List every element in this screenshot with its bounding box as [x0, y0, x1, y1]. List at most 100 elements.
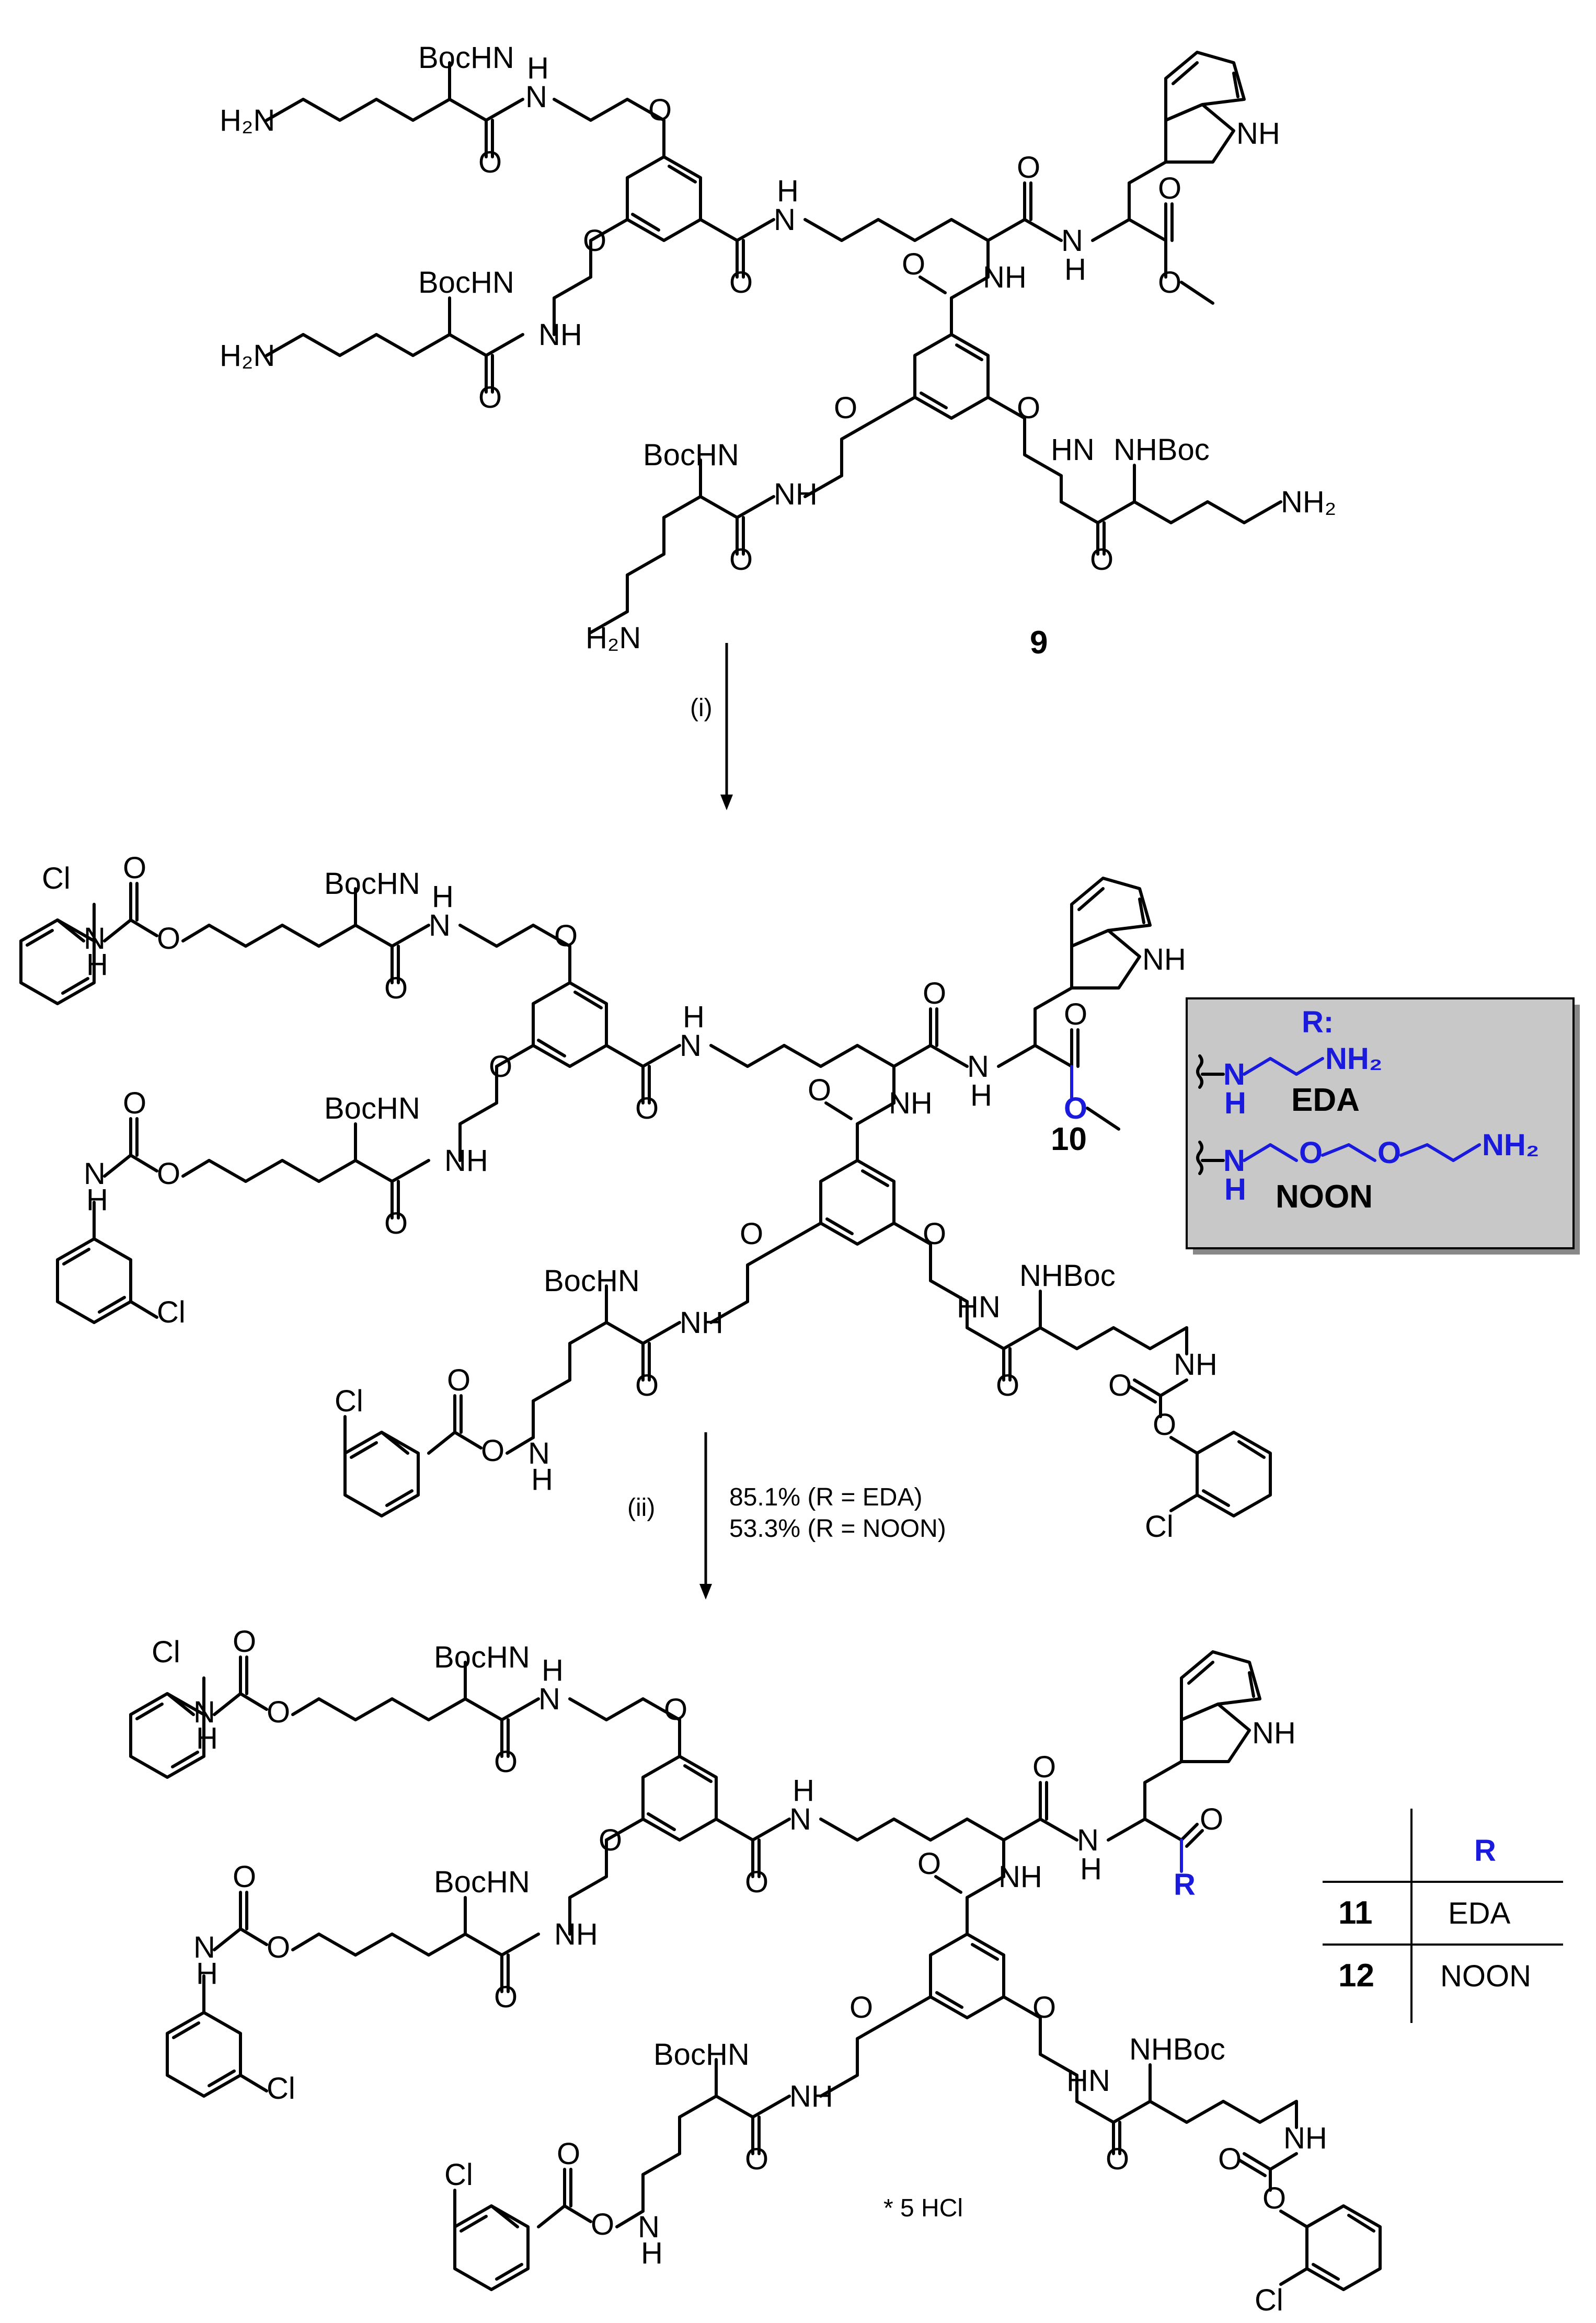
atom-label: O [494, 1980, 518, 2014]
atom-label: NH [680, 1306, 724, 1340]
atom-label: O [157, 922, 180, 956]
legend-h: H [1224, 1172, 1246, 1206]
atom-label: O [267, 1695, 290, 1729]
atom-label: O [447, 1363, 470, 1397]
atom-label: O [917, 1847, 941, 1881]
atom-label: N [528, 1436, 550, 1470]
atom-label: O [1017, 151, 1040, 185]
legend-nh2: NH₂ [1482, 1128, 1540, 1162]
atom-label: Cl [267, 2072, 295, 2106]
yield-noon: 53.3% (R = NOON) [729, 1515, 946, 1543]
atom-label: O [923, 976, 946, 1010]
atom-label: BocHN [643, 438, 739, 472]
atom-label: H [531, 1463, 553, 1497]
atom-label: O [996, 1368, 1019, 1402]
legend-n: N [1223, 1144, 1245, 1178]
atom-label: Cl [157, 1295, 186, 1329]
r-group-legend: R: N H NH₂ EDA N H O O NH₂ NOON [1186, 997, 1580, 1255]
atom-label: O [740, 1217, 763, 1251]
step-label-i: (i) [690, 694, 713, 722]
atom-label: N [967, 1050, 989, 1084]
compound-11-12: Cl O O N H BocHN N H O O O BocHN NH O O … [129, 1625, 1382, 2317]
atom-label: O [267, 1930, 290, 1964]
atom-label: BocHN [434, 1640, 530, 1674]
atom-label: H [542, 1653, 564, 1687]
atom-label: O [1158, 171, 1181, 205]
atom-label: O [1153, 1408, 1176, 1442]
atom-label: H [777, 174, 799, 208]
table-row-r: NOON [1440, 1959, 1531, 1993]
atom-label: NH [998, 1860, 1042, 1894]
atom-label: BocHN [324, 1091, 420, 1125]
atom-label: BocHN [544, 1264, 640, 1298]
compound-number-10: 10 [1051, 1121, 1087, 1157]
atom-label: O [902, 247, 925, 281]
atom-label: N [525, 80, 547, 114]
compound-9: BocHN N H O O H₂N O BocHN NH O H₂N N H O… [220, 41, 1336, 661]
atom-label: O [157, 1157, 180, 1191]
compound-10: Cl O O N H BocHN N H O O O BocHN NH O O … [19, 851, 1272, 1544]
atom-label: O [849, 1991, 873, 2025]
atom-label: NHBoc [1019, 1259, 1116, 1293]
atom-label: O [1108, 1368, 1132, 1402]
legend-o: O [1377, 1136, 1401, 1170]
atom-label: O [233, 1860, 256, 1894]
atom-label: O [384, 1206, 408, 1240]
arrowhead-1 [720, 795, 733, 810]
atom-label: N [1061, 224, 1083, 258]
atom-label: O [489, 1050, 512, 1084]
atom-label: BocHN [653, 2038, 750, 2072]
atom-label: H [683, 1000, 705, 1034]
atom-label: BocHN [434, 1865, 530, 1899]
atom-label: Cl [1145, 1510, 1174, 1544]
atom-label: O [233, 1625, 256, 1659]
atom-label: NH [774, 477, 818, 511]
atom-label: O [1218, 2142, 1242, 2176]
atom-label: O [1158, 266, 1181, 300]
atom-label: HN [957, 1290, 1001, 1324]
table-row-cmpd: 11 [1338, 1895, 1373, 1931]
legend-nh2: NH₂ [1325, 1042, 1383, 1076]
atom-label: O [123, 1086, 146, 1120]
legend-o: O [1299, 1136, 1323, 1170]
atom-label: O [1032, 1991, 1056, 2025]
legend-n: N [1223, 1057, 1245, 1091]
atom-label: O [384, 971, 408, 1005]
compound-table: R 11 EDA 12 NOON [1323, 1809, 1563, 2023]
atom-label: O [599, 1823, 622, 1857]
atom-label: N [429, 908, 451, 942]
atom-label: NH [789, 2079, 833, 2113]
legend-r-title: R: [1302, 1005, 1334, 1039]
atom-label: NH [889, 1086, 933, 1120]
atom-label: H [196, 1957, 218, 1991]
atom-label: NH [1283, 2121, 1327, 2155]
atom-label: NH [554, 1917, 598, 1951]
atom-label: H [1064, 252, 1086, 286]
atom-label: N [84, 922, 106, 956]
atom-label: BocHN [418, 266, 514, 300]
atom-label: H [793, 1774, 814, 1808]
atom-label: O [923, 1217, 946, 1251]
atom-label: N [638, 2210, 660, 2244]
atom-label: H [86, 1183, 108, 1217]
atom-label: NH [444, 1144, 488, 1178]
legend-noon: NOON [1276, 1179, 1373, 1215]
atom-label: O [1262, 2181, 1286, 2215]
table-row-cmpd: 12 [1338, 1958, 1374, 1994]
atom-label: H [970, 1078, 992, 1112]
wavy-bond [1196, 1141, 1203, 1175]
atom-label: O [834, 391, 857, 425]
atom-label: H₂N [585, 621, 641, 655]
atom-label: H₂N [220, 104, 275, 137]
atom-label: H [1080, 1852, 1102, 1886]
atom-label: N [538, 1682, 560, 1716]
product-r-group: R [1174, 1868, 1196, 1902]
atom-label: NH [1252, 1716, 1296, 1750]
atom-label: O [1064, 997, 1087, 1031]
atom-label: N [84, 1157, 106, 1191]
atom-label: NH [1174, 1348, 1218, 1382]
atom-label: O [729, 266, 753, 300]
atom-label: Cl [152, 1635, 180, 1669]
